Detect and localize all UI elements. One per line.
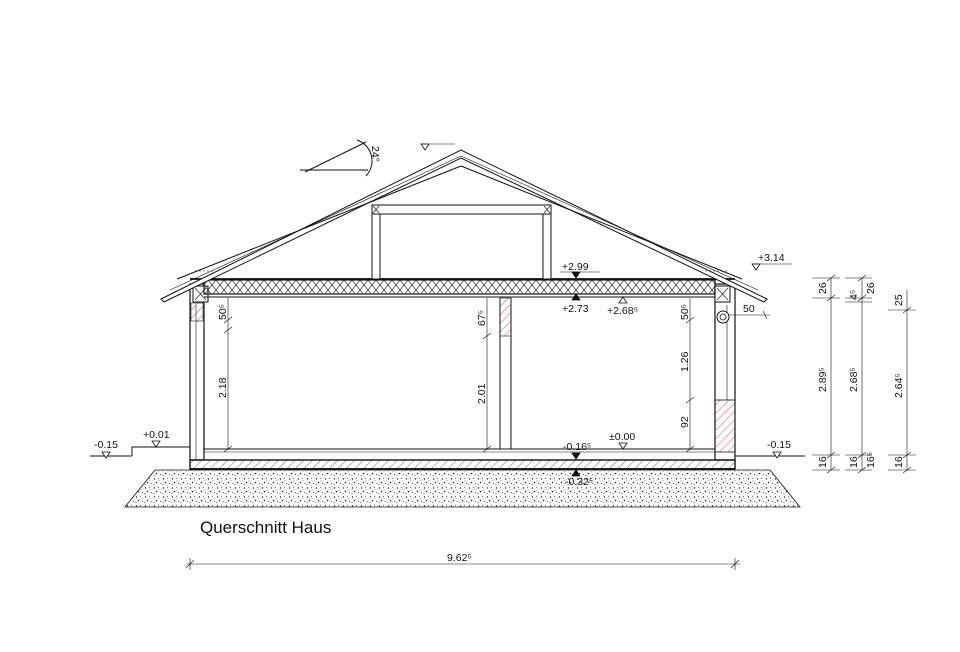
svg-text:2.18: 2.18 [217, 377, 229, 398]
svg-text:50: 50 [743, 303, 755, 315]
svg-text:16: 16 [848, 456, 860, 468]
svg-text:9.62⁵: 9.62⁵ [447, 552, 472, 564]
level-ridge [420, 143, 455, 151]
overhang-dimension: 50 [728, 303, 770, 320]
inner-dims-right: 50⁵ 1.26 92 [679, 298, 695, 453]
roof-truss [371, 204, 552, 280]
floor-slab [189, 459, 736, 470]
ceiling-insulation [203, 279, 716, 295]
svg-text:4⁵: 4⁵ [848, 290, 860, 300]
svg-text:-0.15: -0.15 [94, 439, 118, 451]
roof-angle-indicator: 24° [300, 139, 381, 177]
inner-dims-mid: 67⁵ 2.01 [476, 298, 492, 453]
svg-text:25: 25 [893, 294, 905, 306]
svg-text:16⁵: 16⁵ [865, 452, 877, 468]
svg-text:+2.68⁵: +2.68⁵ [607, 305, 638, 317]
roller-shutter-icon [716, 310, 730, 324]
svg-text:±0.00: ±0.00 [609, 431, 635, 443]
inner-dims-left: 50⁵ 2.18 [217, 298, 233, 453]
dim-chain-1: 26 2.89⁵ 16 [812, 274, 840, 474]
left-wall [189, 283, 209, 461]
svg-text:67⁵: 67⁵ [476, 310, 488, 326]
svg-text:16: 16 [817, 456, 829, 468]
svg-text:-0.15: -0.15 [767, 439, 791, 451]
svg-text:-0.32⁵: -0.32⁵ [565, 476, 593, 488]
svg-text:-0.16⁵: -0.16⁵ [563, 441, 591, 453]
svg-text:+2.99: +2.99 [562, 261, 589, 273]
level-entry-step: +0.01 [143, 429, 170, 448]
svg-text:16: 16 [893, 456, 905, 468]
svg-text:+3.14: +3.14 [758, 252, 785, 264]
svg-text:92: 92 [679, 416, 691, 428]
svg-text:50⁵: 50⁵ [679, 304, 691, 320]
roof-angle-label: 24° [369, 146, 381, 162]
drawing-title: Querschnitt Haus [200, 518, 331, 537]
level-ceiling: +2.99 +2.73 +2.68⁵ [560, 261, 638, 317]
svg-text:2.68⁵: 2.68⁵ [848, 367, 860, 392]
right-wall [714, 283, 736, 461]
svg-text:2.64⁵: 2.64⁵ [893, 373, 905, 398]
svg-text:26: 26 [865, 282, 877, 294]
roof [160, 149, 768, 303]
dim-chain-2: 26 4⁵ 2.68⁵ 16 16⁵ [845, 274, 877, 474]
interior-wall [499, 297, 512, 449]
level-terrain-left: -0.15 [94, 439, 118, 459]
svg-text:+2.73: +2.73 [562, 303, 589, 315]
gravel-bed [124, 469, 801, 508]
dim-chain-3: 25 2.64⁵ 16 [888, 290, 916, 474]
overall-width-dimension: 9.62⁵ [185, 552, 740, 570]
svg-text:2.01: 2.01 [476, 383, 488, 404]
level-floor: -0.16⁵ ±0.00 -0.32⁵ [563, 431, 635, 488]
svg-text:26: 26 [817, 282, 829, 294]
svg-text:1.26: 1.26 [679, 351, 691, 372]
entry-step [131, 446, 190, 456]
level-terrain-right: -0.15 [767, 439, 791, 459]
svg-text:+0.01: +0.01 [143, 429, 170, 441]
level-eave: +3.14 [751, 252, 792, 271]
svg-text:50⁵: 50⁵ [217, 304, 229, 320]
svg-text:2.89⁵: 2.89⁵ [817, 367, 829, 392]
